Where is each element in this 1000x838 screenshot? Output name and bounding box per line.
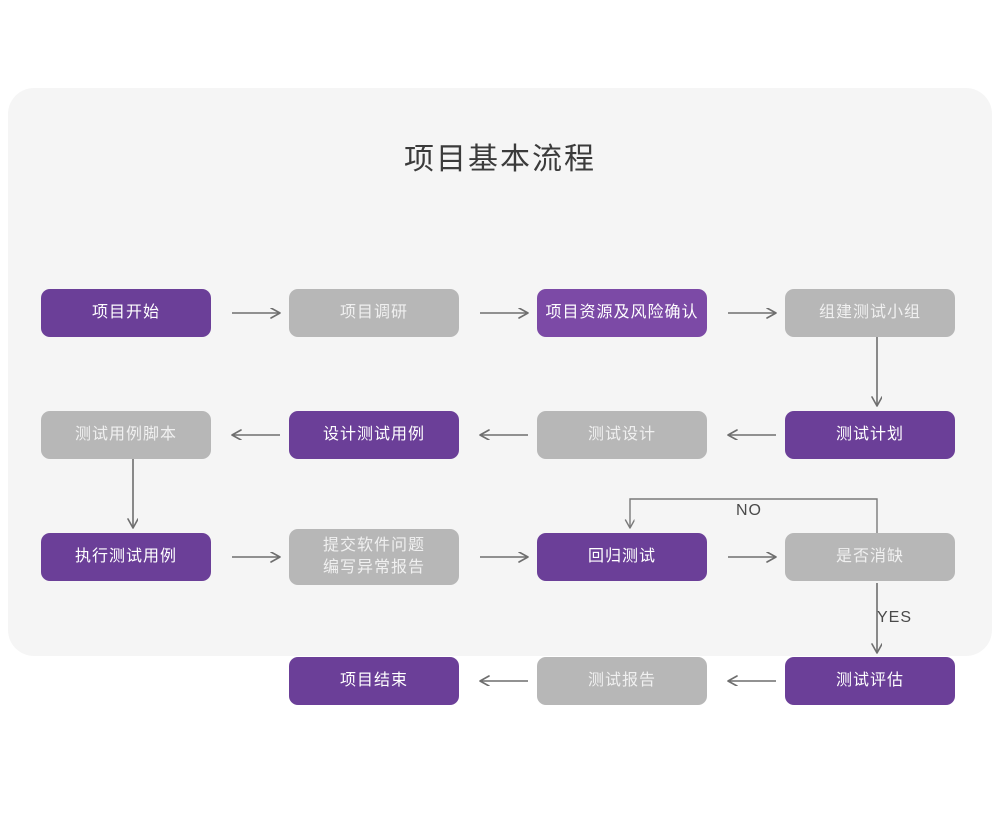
node-project-research[interactable]: 项目调研 — [289, 289, 459, 337]
node-execute-test-case[interactable]: 执行测试用例 — [41, 533, 211, 581]
node-project-start[interactable]: 项目开始 — [41, 289, 211, 337]
node-test-report[interactable]: 测试报告 — [537, 657, 707, 705]
node-submit-defect-report[interactable]: 提交软件问题 编写异常报告 — [289, 529, 459, 585]
node-resource-risk-confirm[interactable]: 项目资源及风险确认 — [537, 289, 707, 337]
edge-label-yes: YES — [877, 609, 913, 626]
node-test-design[interactable]: 测试设计 — [537, 411, 707, 459]
node-design-test-case[interactable]: 设计测试用例 — [289, 411, 459, 459]
node-test-evaluation[interactable]: 测试评估 — [785, 657, 955, 705]
node-test-plan[interactable]: 测试计划 — [785, 411, 955, 459]
connector-layer — [8, 88, 1000, 838]
page-title: 项目基本流程 — [404, 143, 596, 176]
node-defect-resolved-decision[interactable]: 是否消缺 — [785, 533, 955, 581]
node-project-end[interactable]: 项目结束 — [289, 657, 459, 705]
flowchart-card: 项目基本流程 — [8, 88, 992, 705]
edge-label-no: NO — [736, 502, 762, 519]
node-build-test-team[interactable]: 组建测试小组 — [785, 289, 955, 337]
node-regression-test[interactable]: 回归测试 — [537, 533, 707, 581]
node-test-case-script[interactable]: 测试用例脚本 — [41, 411, 211, 459]
flowchart-canvas: 项目基本流程 — [8, 88, 992, 705]
